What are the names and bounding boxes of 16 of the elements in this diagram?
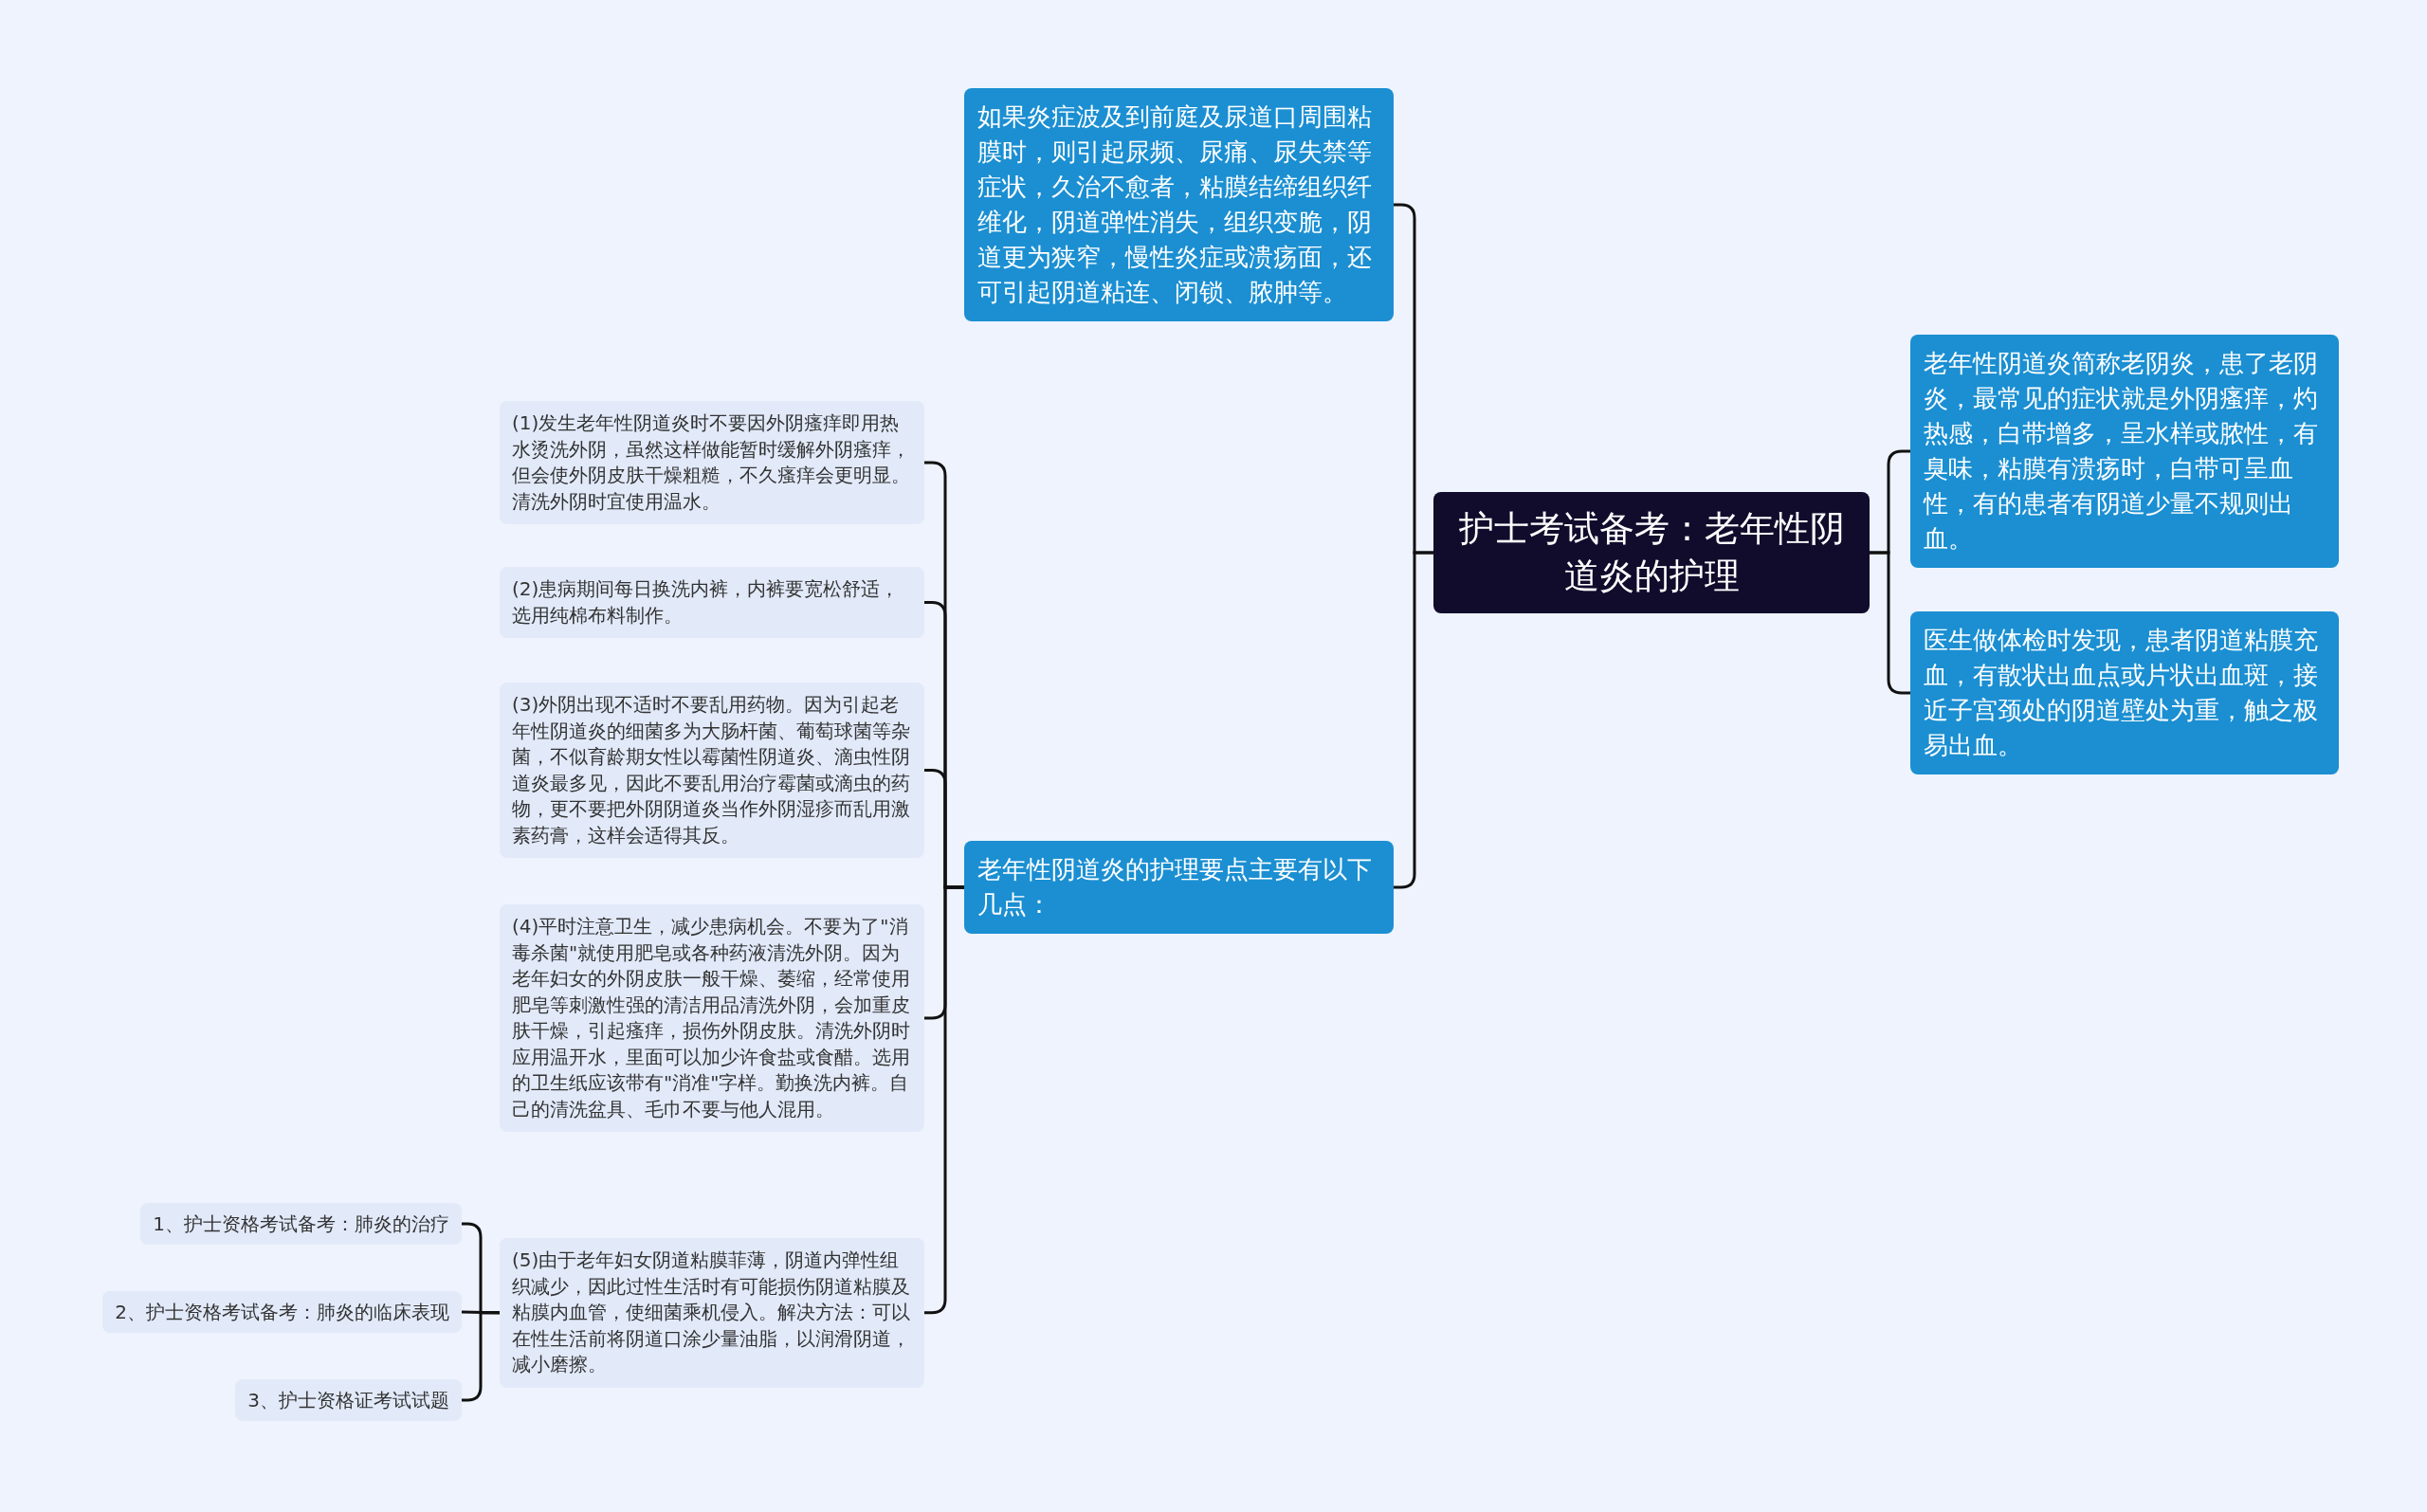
subtopic-box: (2)患病期间每日换洗内裤，内裤要宽松舒适，选用纯棉布料制作。	[500, 567, 924, 638]
related-link-box: 3、护士资格证考试试题	[235, 1379, 462, 1421]
connector-line	[1870, 551, 1910, 695]
subtopic-box: (4)平时注意卫生，减少患病机会。不要为了"消毒杀菌"就使用肥皂或各种药液清洗外阴。因为老年妇女的外阴皮肤一般干燥、萎缩，经常使用肥皂等刺激性强的清洁用品清洗外阴，会加重皮肤干燥，引起瘙痒，损伤外阴皮肤。清洗外阴时应用温开水，里面可以加少许食盐或食醋。选用的卫生纸应该带有"消准"字样。勤换洗内裤。自己的清洗盆具、毛巾不要与他人混用。	[500, 904, 924, 1132]
topic-box: 老年性阴道炎的护理要点主要有以下几点：	[964, 841, 1394, 934]
topic-box: 医生做体检时发现，患者阴道粘膜充血，有散状出血点或片状出血斑，接近子宫颈处的阴道壁处为重，触之极易出血。	[1910, 611, 2339, 774]
topic-box: 如果炎症波及到前庭及尿道口周围粘膜时，则引起尿频、尿痛、尿失禁等症状，久治不愈者，粘膜结缔组织纤维化，阴道弹性消失，组织变脆，阴道更为狭窄，慢性炎症或溃疡面，还可引起阴道粘连、闭锁、脓肿等。	[964, 88, 1394, 321]
connector-line	[1394, 551, 1433, 889]
topic-box: 护士考试备考：老年性阴道炎的护理	[1433, 492, 1870, 613]
related-link-box: 2、护士资格考试备考：肺炎的临床表现	[102, 1291, 462, 1333]
subtopic-box: (1)发生老年性阴道炎时不要因外阴瘙痒即用热水烫洗外阴，虽然这样做能暂时缓解外阴瘙痒，但会使外阴皮肤干燥粗糙，不久瘙痒会更明显。清洗外阴时宜使用温水。	[500, 401, 924, 524]
related-link-box: 1、护士资格考试备考：肺炎的治疗	[140, 1203, 462, 1245]
topic-box: 老年性阴道炎简称老阴炎，患了老阴炎，最常见的症状就是外阴瘙痒，灼热感，白带增多，呈水样或脓性，有臭味，粘膜有溃疡时，白带可呈血性，有的患者有阴道少量不规则出血。	[1910, 335, 2339, 568]
connector-line	[924, 885, 964, 1315]
subtopic-box: (3)外阴出现不适时不要乱用药物。因为引起老年性阴道炎的细菌多为大肠杆菌、葡萄球菌等杂菌，不似育龄期女性以霉菌性阴道炎、滴虫性阴道炎最多见，因此不要乱用治疗霉菌或滴虫的药物，更不要把外阴阴道炎当作外阴湿疹而乱用激素药膏，这样会适得其反。	[500, 683, 924, 858]
subtopic-box: (5)由于老年妇女阴道粘膜菲薄，阴道内弹性组织减少，因此过性生活时有可能损伤阴道粘膜及粘膜内血管，使细菌乘机侵入。解决方法：可以在性生活前将阴道口涂少量油脂，以润滑阴道，减小磨擦。	[500, 1238, 924, 1388]
